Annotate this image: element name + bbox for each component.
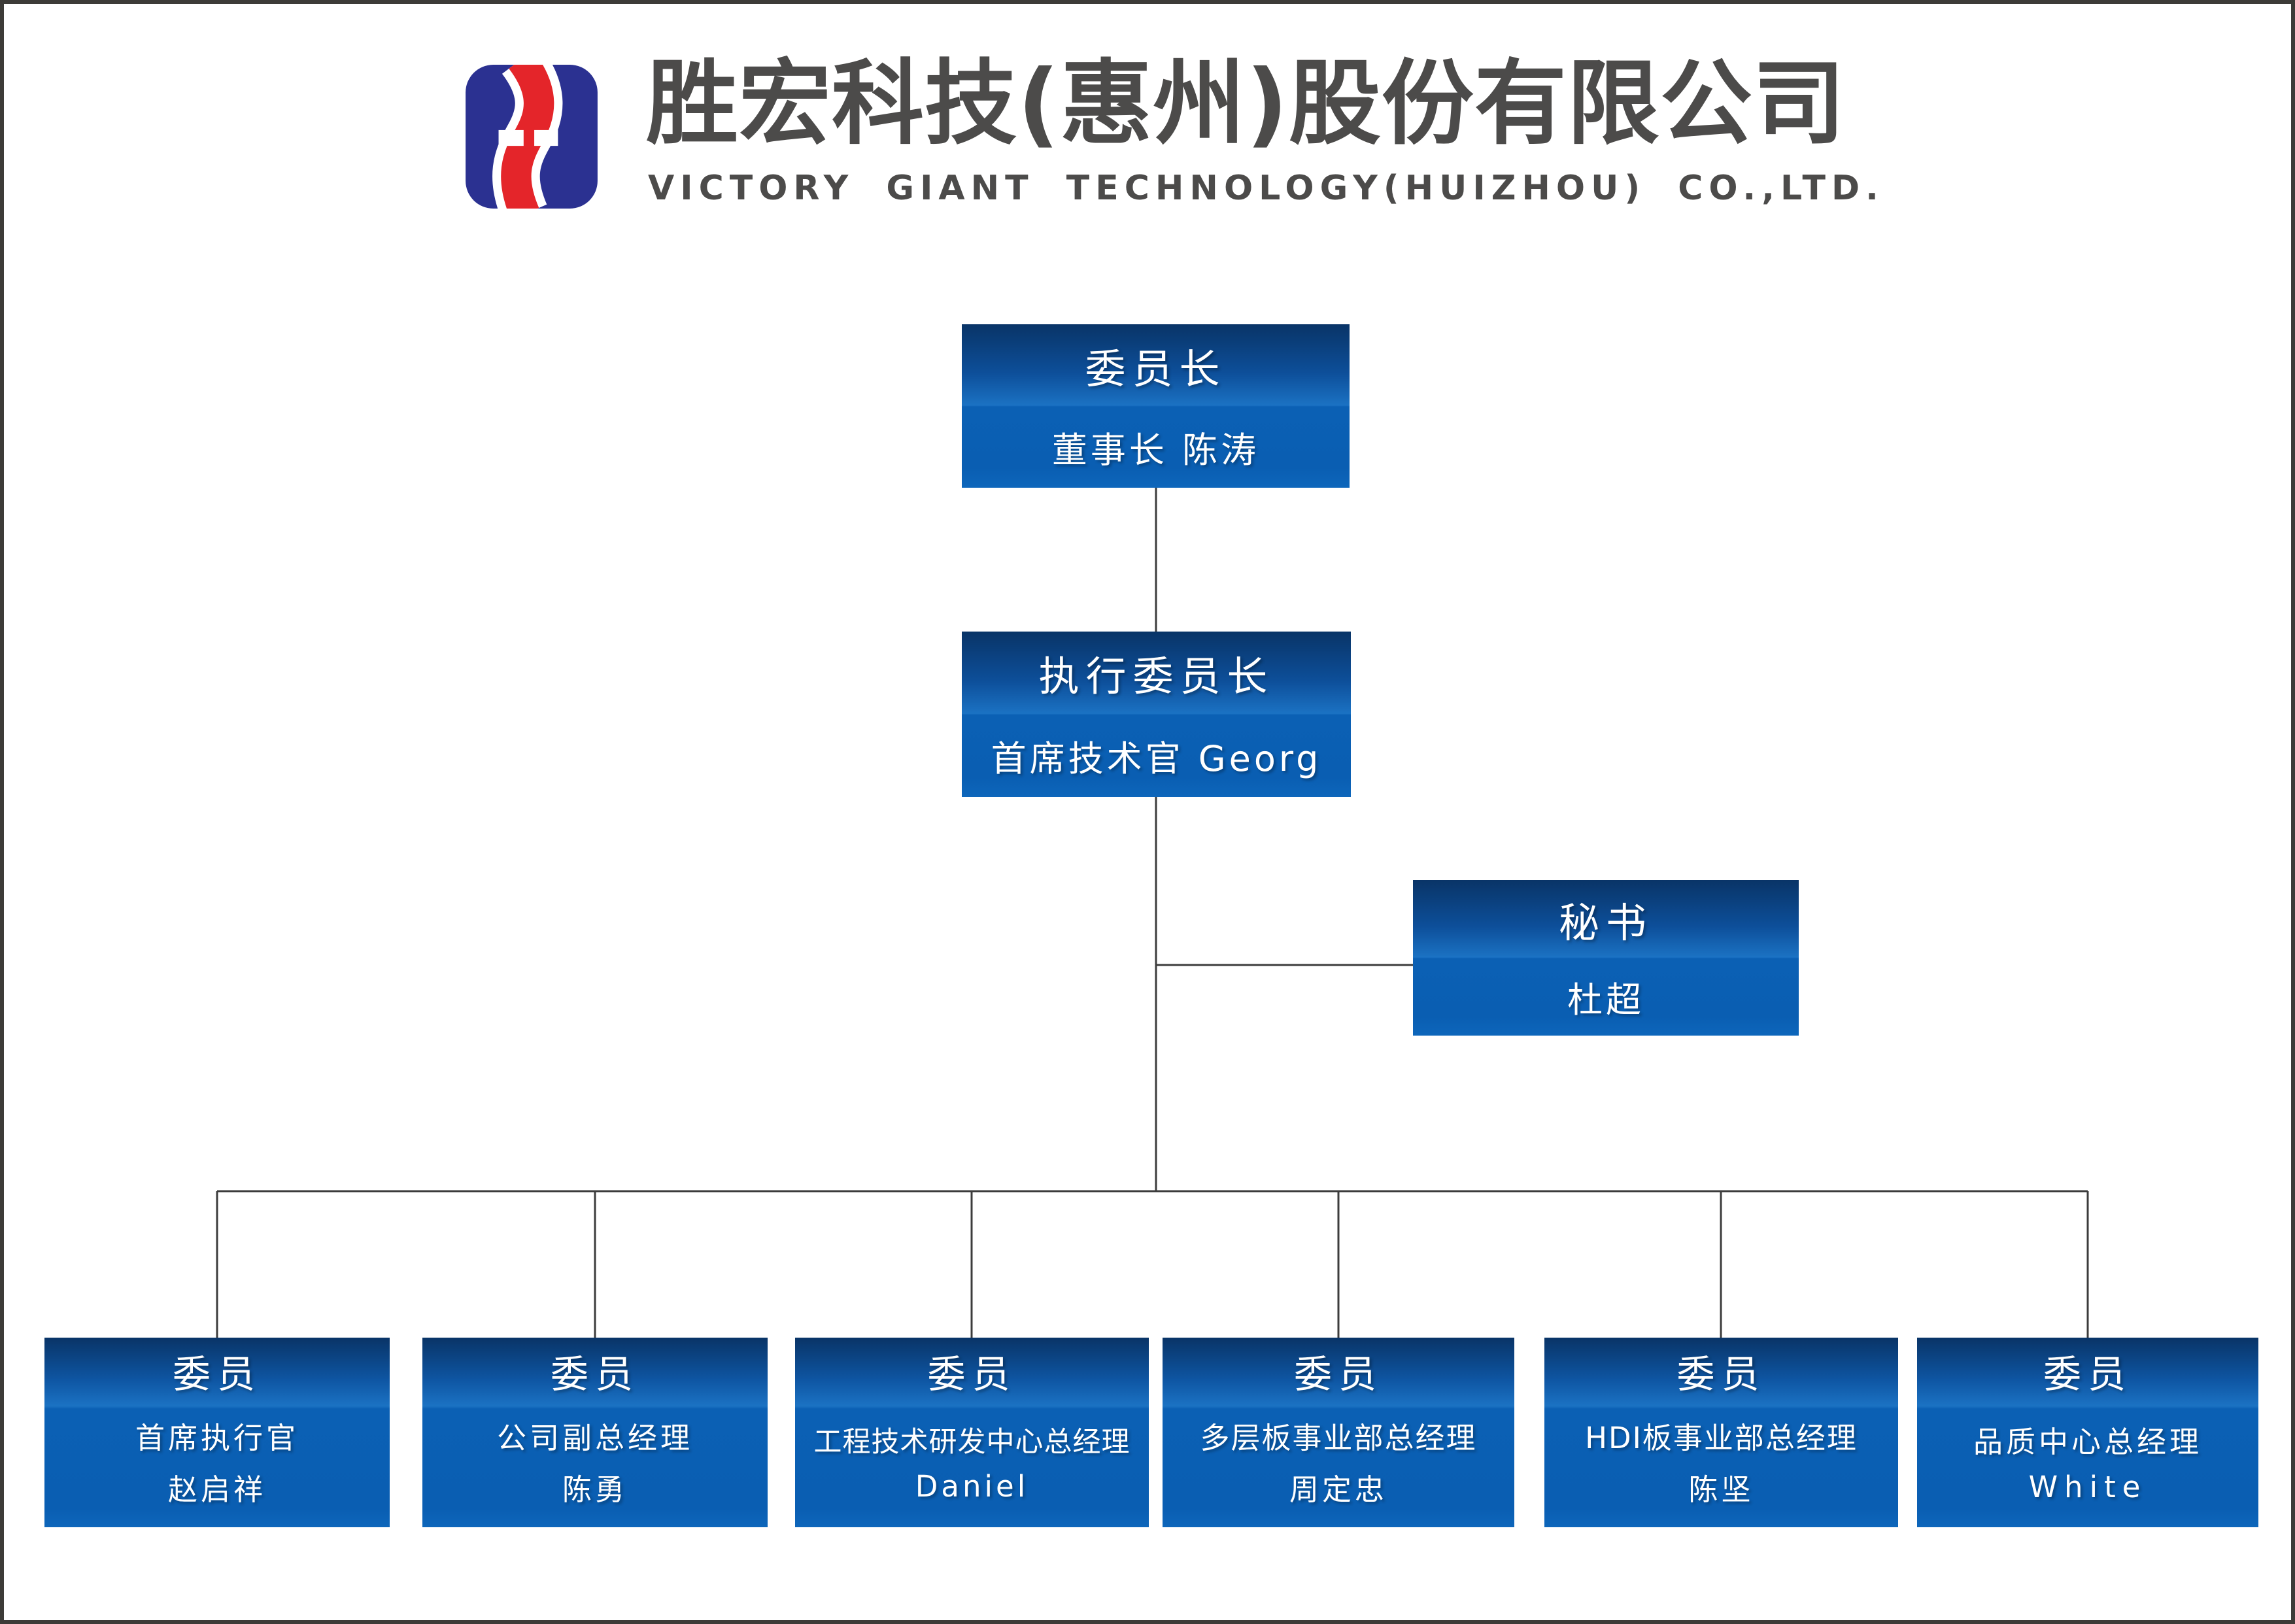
node-line: 品质中心总经理	[1973, 1425, 2202, 1460]
node-body: 首席技术官 Georg	[962, 715, 1351, 798]
org-node-member-4: 委员 多层板事业部总经理 周定忠	[1163, 1338, 1514, 1527]
node-body: 品质中心总经理 White	[1917, 1404, 2258, 1527]
node-line: 首席执行官	[135, 1421, 299, 1456]
node-line: 董事长 陈涛	[1051, 430, 1260, 471]
node-body: 董事长 陈涛	[962, 406, 1350, 488]
node-line: 工程技术研发中心总经理	[813, 1425, 1130, 1459]
node-title: 执行委员长	[1038, 652, 1274, 701]
node-title: 委员长	[1085, 345, 1227, 393]
node-body: 杜超	[1413, 958, 1799, 1036]
company-name-en: VICTORY GIANT TECHNOLOGY(HUIZHOU) CO.,LT…	[648, 169, 1884, 208]
logo-notch-right	[534, 129, 558, 146]
org-node-member-3: 委员 工程技术研发中心总经理 Daniel	[795, 1338, 1149, 1527]
org-node-chairman: 委员长 董事长 陈涛	[962, 324, 1350, 488]
node-line: HDI板事业部总经理	[1585, 1421, 1858, 1456]
node-line: White	[2028, 1470, 2147, 1505]
node-line: 赵启祥	[167, 1472, 266, 1508]
node-line: 多层板事业部总经理	[1200, 1421, 1477, 1456]
org-node-executive-chairman: 执行委员长 首席技术官 Georg	[962, 632, 1351, 797]
company-name-zh: 胜宏科技(惠州)股份有限公司	[646, 50, 1846, 158]
company-logo	[466, 65, 598, 209]
node-body: 首席执行官 赵启祥	[44, 1404, 390, 1527]
node-line: 周定忠	[1289, 1472, 1387, 1508]
connector-lines	[216, 488, 2089, 1338]
node-title: 委员	[1676, 1352, 1766, 1397]
logo-notch-left	[498, 129, 524, 146]
node-line: 陈勇	[562, 1472, 628, 1508]
logo-red-bridge	[523, 127, 535, 149]
node-line: 杜超	[1567, 979, 1644, 1021]
org-node-secretary: 秘书 杜超	[1413, 880, 1799, 1036]
node-title: 委员	[172, 1352, 262, 1397]
node-title: 秘书	[1558, 898, 1653, 947]
node-body: HDI板事业部总经理 陈坚	[1544, 1404, 1898, 1527]
org-node-member-5: 委员 HDI板事业部总经理 陈坚	[1544, 1338, 1898, 1527]
node-title: 委员	[927, 1352, 1017, 1397]
node-title: 委员	[550, 1352, 639, 1397]
node-line: 首席技术官 Georg	[991, 738, 1322, 780]
node-title: 委员	[1293, 1352, 1383, 1397]
node-line: 公司副总经理	[496, 1421, 693, 1456]
node-title: 委员	[2043, 1352, 2132, 1397]
org-node-member-1: 委员 首席执行官 赵启祥	[44, 1338, 390, 1527]
org-node-member-6: 委员 品质中心总经理 White	[1917, 1338, 2258, 1527]
node-line: 陈坚	[1688, 1472, 1754, 1508]
org-node-member-2: 委员 公司副总经理 陈勇	[422, 1338, 768, 1527]
node-line: Daniel	[915, 1468, 1029, 1504]
node-body: 多层板事业部总经理 周定忠	[1163, 1404, 1514, 1527]
node-body: 公司副总经理 陈勇	[422, 1404, 768, 1527]
node-body: 工程技术研发中心总经理 Daniel	[795, 1404, 1149, 1527]
